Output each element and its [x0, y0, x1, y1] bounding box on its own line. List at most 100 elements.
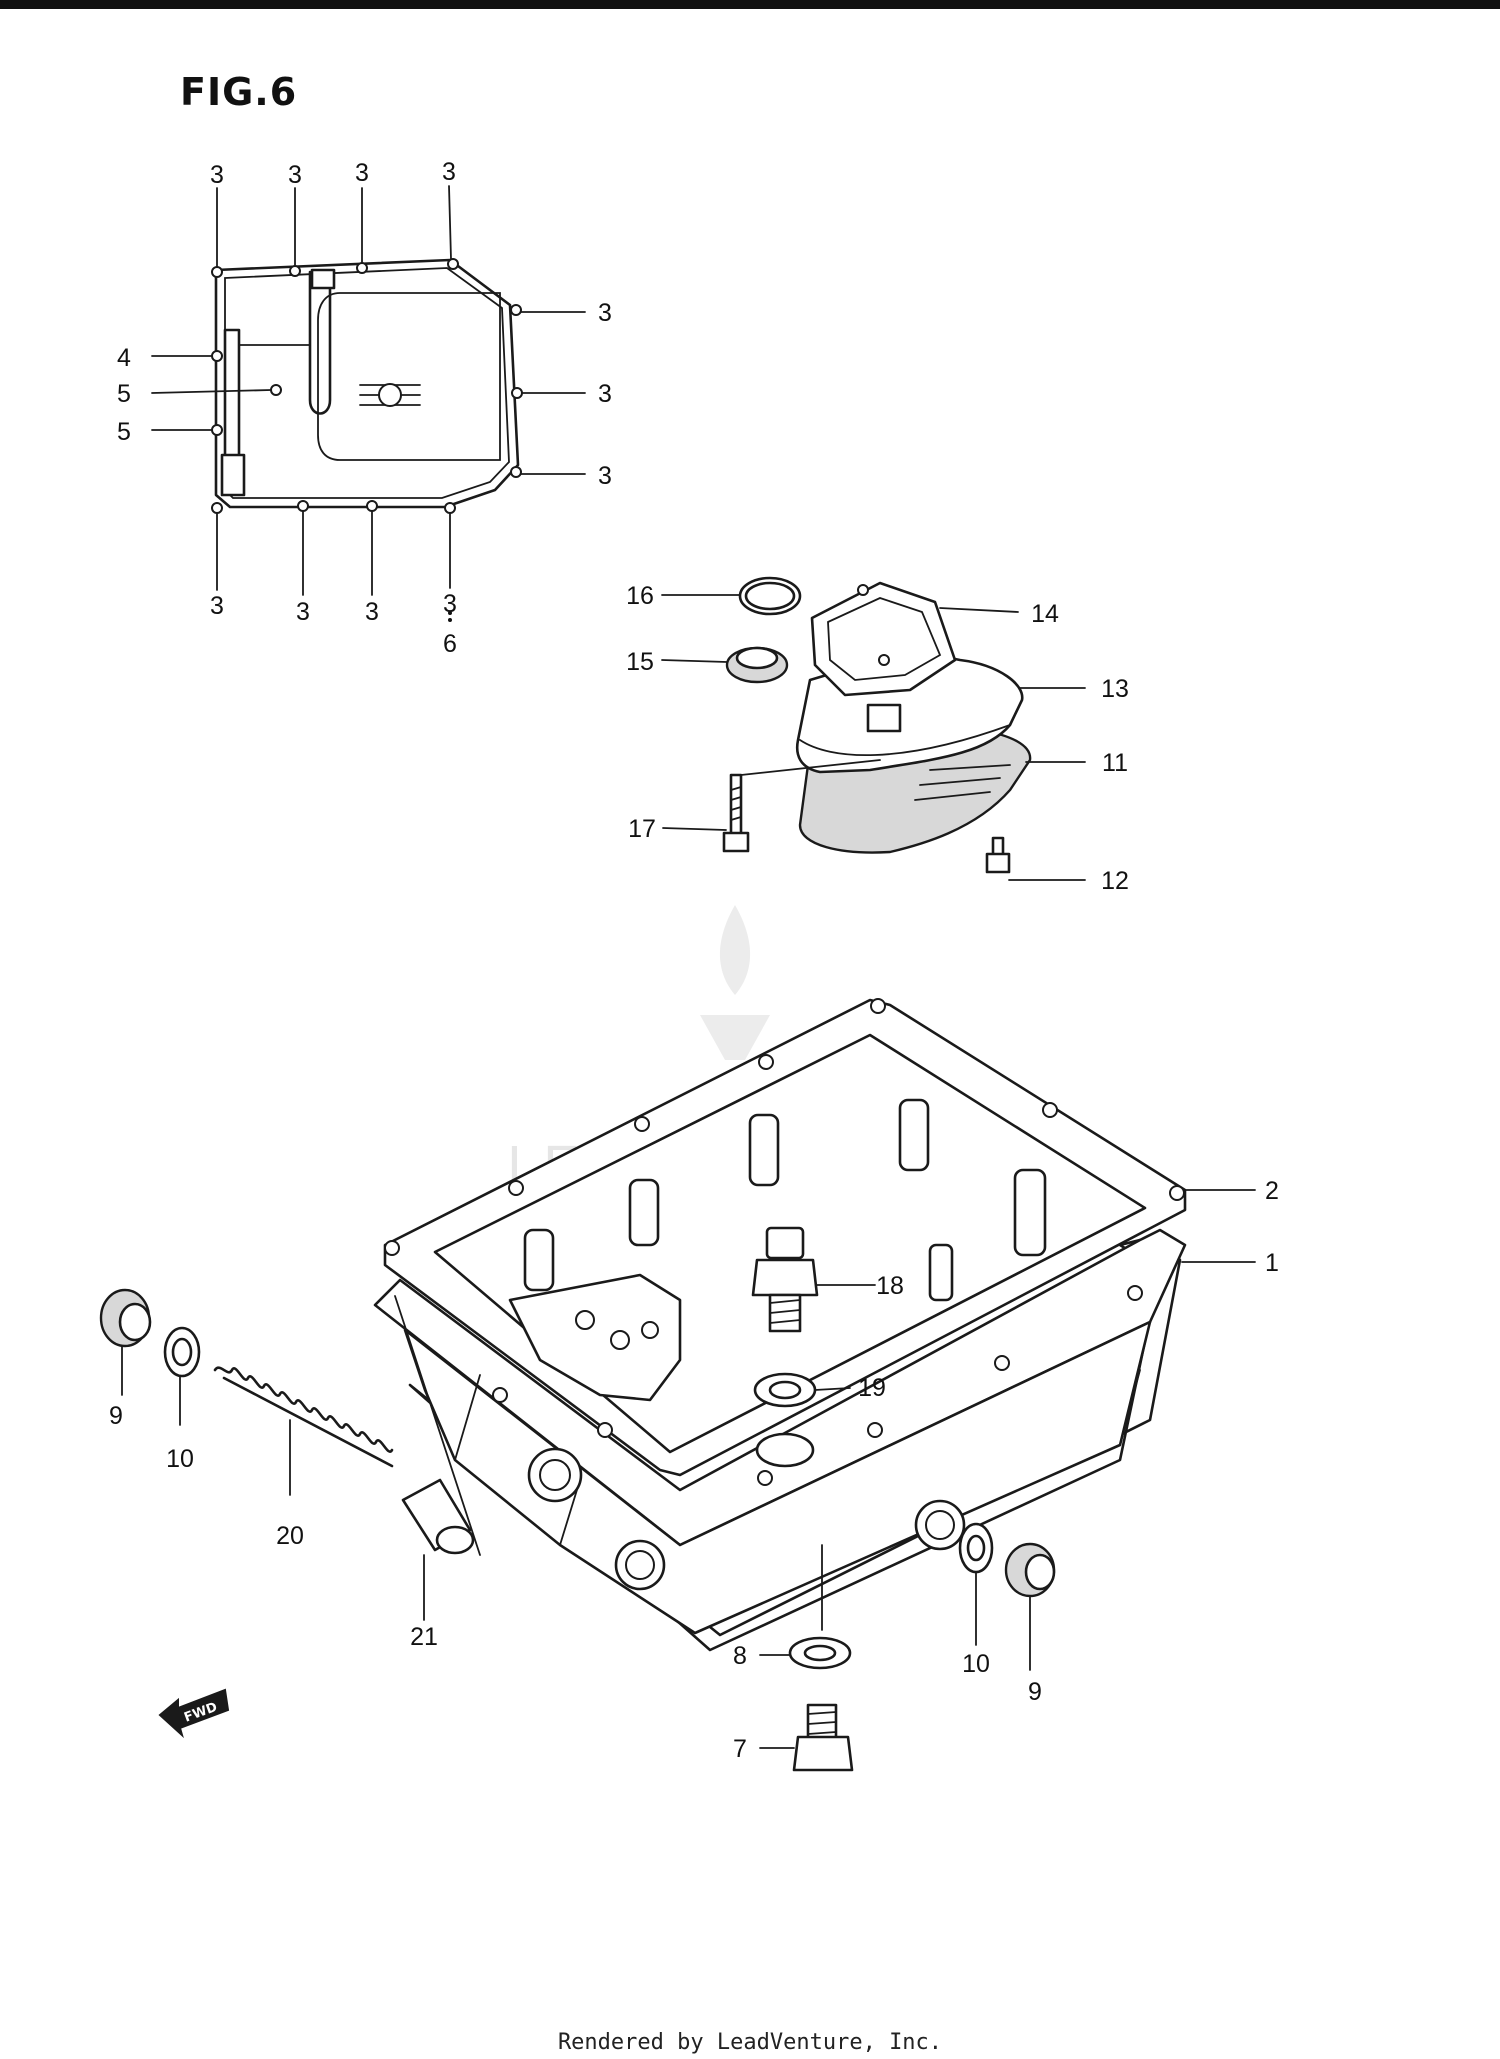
- relief-valve-group: [99, 1288, 481, 1621]
- bolt-17-head: [722, 831, 750, 853]
- callout-label: 6: [443, 630, 457, 658]
- shared-point-dot: [448, 618, 452, 622]
- washer-8-inner: [803, 1644, 837, 1662]
- pipe-end: [220, 453, 246, 497]
- callout-label: 4: [117, 344, 131, 372]
- callout-label: 3: [210, 592, 224, 620]
- washer-19-inner: [768, 1380, 802, 1400]
- pan-body-1: [403, 1320, 1152, 1635]
- callout-label: 21: [410, 1623, 438, 1651]
- logo-mark-icon: [700, 1015, 770, 1060]
- gasket-14-inner: [827, 597, 942, 681]
- gasket-14-hole: [878, 654, 890, 666]
- spring-20-axis: [222, 1376, 394, 1468]
- gasket-inset-view: [151, 185, 586, 622]
- callout-label: 8: [733, 1642, 747, 1670]
- bolt-17-shank: [729, 773, 743, 837]
- flame-logo-icon: [719, 905, 751, 995]
- callout-label: 3: [442, 158, 456, 186]
- strainer-leader-lines: [661, 594, 1086, 881]
- callout-label: 7: [733, 1735, 747, 1763]
- callout-label: 3: [598, 462, 612, 490]
- callout-label: 19: [858, 1374, 886, 1402]
- washer-seat: [755, 1432, 815, 1468]
- callout-label: 10: [166, 1445, 194, 1473]
- valve-axis-line: [394, 1295, 481, 1556]
- callout-label: 12: [1101, 867, 1129, 895]
- callout-label: 3: [288, 161, 302, 189]
- pan-boss-bore: [625, 1550, 655, 1580]
- oil-pipe: [308, 270, 332, 415]
- footer-credit: Rendered by LeadVenture, Inc.: [557, 2030, 943, 2055]
- callout-label: 9: [1028, 1678, 1042, 1706]
- left-leader-lines: [121, 1345, 425, 1621]
- pan-leader-lines: [759, 1189, 1256, 1749]
- inset-leader-lines: [151, 185, 586, 596]
- gasket-14-hole: [857, 584, 869, 596]
- gasket-hole: [270, 384, 282, 396]
- shared-point-dot: [448, 611, 452, 615]
- inset-callouts: 3 3 3 3 3 3 3 3 3 3 3 6 4 5 5: [117, 158, 612, 658]
- gasket-inner-outline: [224, 267, 510, 499]
- baffle-hole: [575, 1310, 595, 1330]
- strainer-neck: [866, 703, 902, 733]
- oil-strainer-cover: [317, 292, 501, 461]
- callout-label: 16: [626, 582, 654, 610]
- baffle-plate: [508, 1273, 682, 1402]
- bolt-17-axis: [740, 759, 881, 776]
- callout-label: 3: [598, 380, 612, 408]
- plug-9-left-face: [118, 1302, 152, 1342]
- bolt-17-thread: [730, 786, 742, 821]
- pipe-fitting: [310, 268, 336, 290]
- valve-21-end: [435, 1525, 475, 1555]
- callout-label: 5: [117, 418, 131, 446]
- callout-label: 10: [962, 1650, 990, 1678]
- gasket-2-bolt-holes: [384, 998, 1185, 1486]
- callout-label: 18: [876, 1272, 904, 1300]
- callout-label: 1: [1265, 1249, 1279, 1277]
- oil-strainer-assembly: [661, 576, 1086, 881]
- baffle-hole: [610, 1330, 630, 1350]
- plug-7-head: [792, 1735, 854, 1772]
- callout-label: 3: [210, 161, 224, 189]
- callout-label: 3: [365, 598, 379, 626]
- part-callouts: 16 14 15 13 11 17 12 2 1 18 19 9 10 20 2…: [109, 582, 1279, 1763]
- callout-label: 11: [1102, 749, 1128, 777]
- pan-internal-posts: [523, 1098, 1047, 1302]
- washer-10-right-inner: [966, 1534, 986, 1562]
- figure-title: FIG.6: [180, 70, 298, 114]
- top-border: [0, 0, 1500, 9]
- strainer-seam: [799, 724, 1011, 757]
- callout-label: 20: [276, 1522, 304, 1550]
- callout-label: 3: [598, 299, 612, 327]
- callout-label: 3: [296, 598, 310, 626]
- gasket-bolt-holes: [211, 258, 523, 514]
- spring-20: [213, 1366, 394, 1453]
- switch-18-top: [765, 1226, 805, 1260]
- forward-arrow-icon: FWD: [158, 1688, 230, 1739]
- callout-label: 17: [628, 815, 656, 843]
- pan-boss-bore: [925, 1510, 955, 1540]
- switch-18-hex: [751, 1258, 819, 1297]
- plug-9-right-face: [1024, 1553, 1056, 1591]
- pan-boss-bore: [539, 1459, 571, 1491]
- oil-pan-assembly: [373, 998, 1256, 1772]
- callout-label: 13: [1101, 675, 1129, 703]
- strainer-center: [378, 383, 402, 407]
- baffle-hole: [641, 1321, 659, 1339]
- callout-label: 3: [443, 590, 457, 618]
- callout-label: 15: [626, 648, 654, 676]
- switch-18-thread-lines: [769, 1299, 801, 1324]
- callout-label: 3: [355, 159, 369, 187]
- callout-label: 14: [1031, 600, 1059, 628]
- callout-label: 5: [117, 380, 131, 408]
- seal-15-top: [735, 646, 779, 670]
- callout-label: 2: [1265, 1177, 1279, 1205]
- washer-10-left-inner: [171, 1337, 193, 1367]
- gasket-outline: [214, 258, 520, 509]
- bolt-12-head: [985, 852, 1011, 874]
- callout-label: 9: [109, 1402, 123, 1430]
- plug-7-thread-lines: [807, 1711, 837, 1735]
